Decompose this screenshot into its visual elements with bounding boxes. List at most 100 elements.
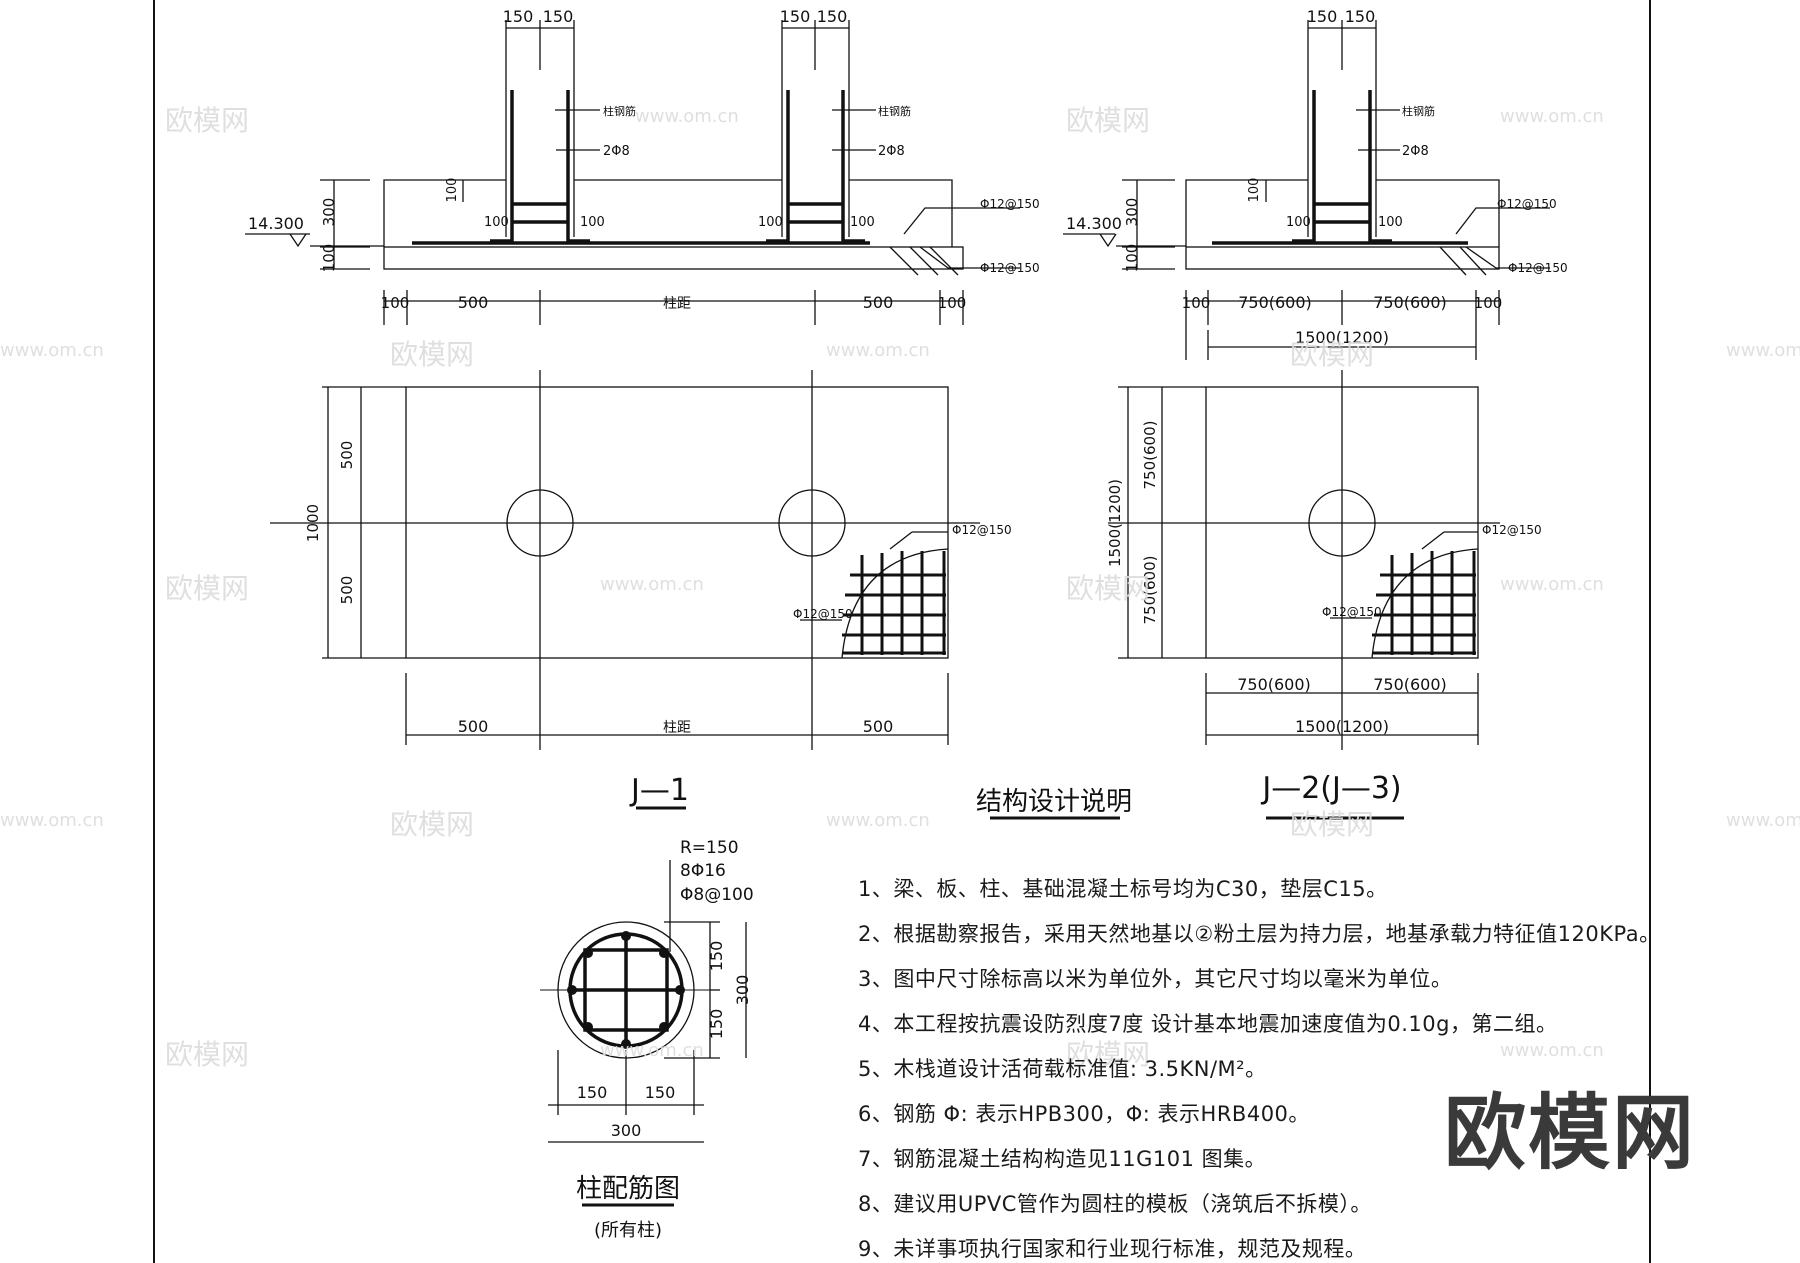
- watermark-url: www.om.cn: [1500, 574, 1604, 595]
- watermark-url: www.om.cn: [826, 810, 930, 831]
- watermark-url: www.om.cn: [1500, 1040, 1604, 1061]
- dim-label: 300: [1123, 198, 1141, 227]
- j1-section: [245, 20, 1020, 325]
- watermark-url: www.om.cn: [0, 810, 104, 831]
- dim-label: 100: [1123, 244, 1141, 273]
- dim-label: 100: [1286, 215, 1311, 230]
- watermarks: 欧模网 www.om.cn 欧模网 www.om.cn www.om.cn 欧模…: [0, 104, 1800, 1071]
- j2-title: J—2(J—3): [1260, 771, 1401, 806]
- dim-label: 300: [320, 198, 338, 227]
- notes-title: 结构设计说明: [976, 787, 1132, 817]
- dim-label: 150: [543, 7, 574, 26]
- mesh-label: Φ12@150: [980, 261, 1040, 275]
- watermark-url: www.om.cn: [1500, 106, 1604, 127]
- dim-label: 100: [1474, 294, 1503, 312]
- note-item: 4、本工程按抗震设防烈度7度 设计基本地震加速度值为0.10g，第二组。: [858, 1012, 1558, 1036]
- note-item: 8、建议用UPVC管作为圆柱的模板（浇筑后不拆模）。: [858, 1192, 1372, 1216]
- column-labels: R=150 8Φ16 Φ8@100 150 150 300 150 150 30…: [577, 838, 754, 1140]
- col-bars-label: 柱钢筋: [1402, 104, 1435, 118]
- watermark: 欧模网: [390, 808, 474, 841]
- dim-label: 750(600): [1238, 293, 1312, 312]
- col-bars-label: 柱钢筋: [603, 104, 636, 118]
- dim-label: 300: [733, 975, 752, 1006]
- watermark-url: www.om.cn: [600, 1040, 704, 1061]
- dim-label: 100: [320, 244, 338, 273]
- watermark: 欧模网: [1290, 808, 1374, 841]
- note-item: 7、钢筋混凝土结构构造见11G101 图集。: [858, 1147, 1267, 1171]
- dim-label: 150: [817, 7, 848, 26]
- dim-label: 750(600): [1237, 675, 1311, 694]
- mesh-label: Φ12@150: [1322, 605, 1382, 619]
- watermark: 欧模网: [1290, 338, 1374, 371]
- dim-label: 750(600): [1373, 675, 1447, 694]
- j2-plan: [1108, 370, 1500, 750]
- watermark-url: www.om.cn: [0, 340, 104, 361]
- j1-title: J—1: [629, 773, 689, 808]
- dim-label: 100: [758, 215, 783, 230]
- dim-label: 750(600): [1373, 293, 1447, 312]
- dim-label: 500: [458, 293, 489, 312]
- j1-plan: [270, 370, 980, 750]
- dim-label: 100: [1378, 215, 1403, 230]
- note-item: 6、钢筋 Φ: 表示HPB300，Φ: 表示HRB400。: [858, 1102, 1310, 1126]
- j1-rebar-mesh: [842, 551, 946, 655]
- dim-label: 150: [780, 7, 811, 26]
- j1-plan-labels: Φ12@150 Φ12@150 1000 500 500 500 柱距 500: [304, 441, 1012, 736]
- j2-rebar-mesh: [1372, 551, 1476, 655]
- note-item: 9、未详事项执行国家和行业现行标准，规范及规程。: [858, 1237, 1367, 1261]
- dim-label: 100: [1247, 178, 1262, 203]
- column-bar-dots: [567, 931, 685, 1049]
- j1-section-labels: 150 150 150 150 柱钢筋 2Φ8 柱钢筋 2Φ8 100 100 …: [248, 7, 1040, 312]
- note-item: 1、梁、板、柱、基础混凝土标号均为C30，垫层C15。: [858, 877, 1388, 901]
- dim-label: 100: [580, 215, 605, 230]
- elevation-tag: 14.300: [1066, 214, 1122, 233]
- dim-label: 500: [338, 441, 356, 470]
- j2-section-labels: 150 150 柱钢筋 2Φ8 100 100 Φ12@150 Φ12@150 …: [1066, 7, 1568, 347]
- mesh-label: Φ12@150: [793, 607, 853, 621]
- dim-label: 1000: [304, 504, 322, 542]
- dim-label: 100: [445, 178, 460, 203]
- watermark: 欧模网: [1066, 1038, 1150, 1071]
- watermark: 欧模网: [1066, 104, 1150, 137]
- dim-label: 150: [1307, 7, 1338, 26]
- note-item: 2、根据勘察报告，采用天然地基以②粉土层为持力层，地基承载力特征值120KPa。: [858, 922, 1661, 946]
- column-radius: R=150: [680, 838, 739, 858]
- col-spacing-label: 柱距: [663, 296, 691, 312]
- mesh-label: Φ12@150: [980, 197, 1040, 211]
- dim-label: 750(600): [1141, 421, 1159, 490]
- stirrup-label: 2Φ8: [603, 144, 630, 159]
- elevation-tag: 14.300: [248, 214, 304, 233]
- j2-section: [1063, 20, 1550, 360]
- dim-label: 150: [577, 1083, 608, 1102]
- dim-label: 100: [484, 215, 509, 230]
- mesh-label: Φ12@150: [1482, 523, 1542, 537]
- watermark-url: www.om.cn: [1726, 340, 1800, 361]
- dim-label: 150: [707, 941, 726, 972]
- dim-label: 1500(1200): [1295, 328, 1389, 347]
- dim-label: 500: [458, 717, 489, 736]
- drawing-titles: J—1 结构设计说明 J—2(J—3) 柱配筋图 (所有柱): [576, 771, 1404, 1241]
- dim-label: 100: [381, 294, 410, 312]
- dim-label: 500: [863, 293, 894, 312]
- note-item: 3、图中尺寸除标高以米为单位外，其它尺寸均以毫米为单位。: [858, 967, 1453, 991]
- watermark-url: www.om.cn: [635, 106, 739, 127]
- dim-label: 100: [938, 294, 967, 312]
- dim-label: 750(600): [1141, 556, 1159, 625]
- j2-plan-labels: Φ12@150 Φ12@150 1500(1200) 750(600) 750(…: [1106, 421, 1542, 736]
- column-ties: Φ8@100: [680, 885, 754, 905]
- dim-label: 500: [863, 717, 894, 736]
- watermark-url: www.om.cn: [1726, 810, 1800, 831]
- column-main-bars: 8Φ16: [680, 861, 726, 881]
- col-bars-label: 柱钢筋: [878, 104, 911, 118]
- mesh-label: Φ12@150: [1508, 261, 1568, 275]
- watermark-url: www.om.cn: [600, 574, 704, 595]
- dim-label: 1500(1200): [1106, 479, 1124, 567]
- watermark: 欧模网: [165, 1038, 249, 1071]
- stirrup-label: 2Φ8: [1402, 144, 1429, 159]
- dim-label: 150: [1345, 7, 1376, 26]
- watermark: 欧模网: [165, 104, 249, 137]
- dim-label: 500: [338, 576, 356, 605]
- note-item: 5、木栈道设计活荷载标准值: 3.5KN/M²。: [858, 1057, 1267, 1081]
- watermark: 欧模网: [165, 572, 249, 605]
